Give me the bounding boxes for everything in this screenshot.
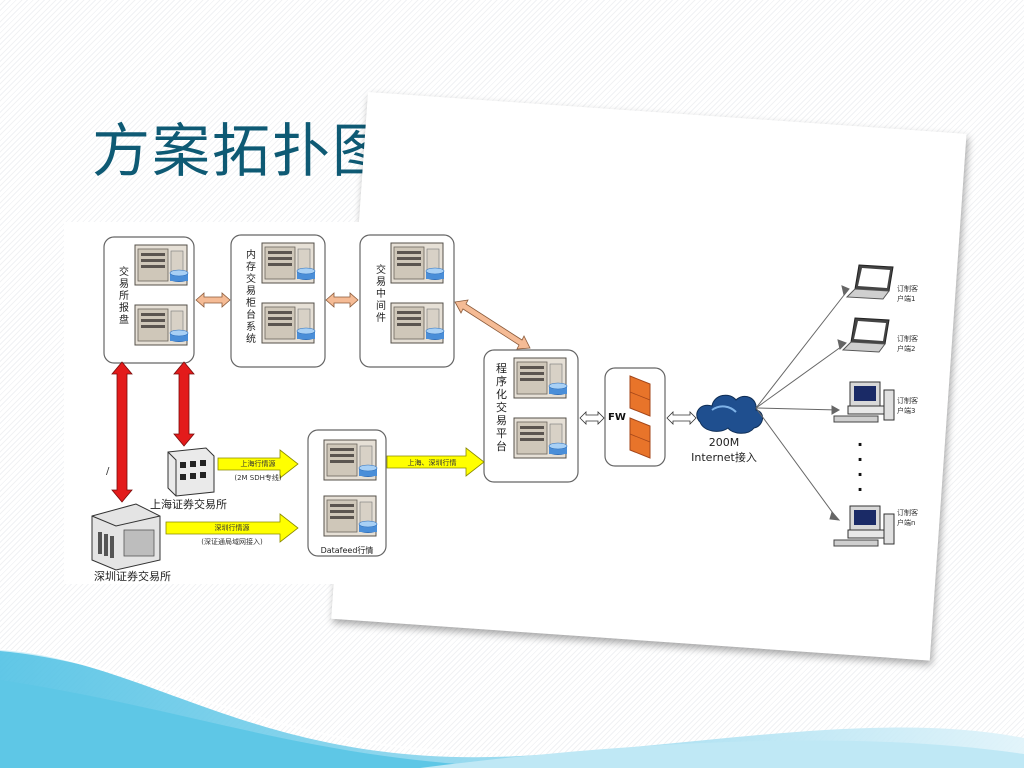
node-exchange-report — [103, 236, 195, 364]
sz-line-label: (深证通局域网接入) — [201, 537, 263, 546]
client-2-line1: 订制客 — [897, 334, 918, 343]
svg-text:·: · — [857, 435, 863, 454]
client-links — [755, 285, 850, 521]
link-platform-fw — [579, 411, 605, 425]
link-datafeed-platform — [386, 447, 485, 477]
link-report-sse — [173, 361, 195, 447]
sh-line-label: (2M SDH专线) — [234, 473, 282, 482]
node-program-trading-label: 程序化交易平台 — [496, 362, 507, 453]
node-datafeed — [307, 429, 387, 557]
slash-mark: / — [106, 466, 110, 477]
server-icon — [513, 357, 568, 399]
slide-title: 方案拓扑图 — [92, 117, 393, 185]
desktop-pc-icon — [833, 505, 895, 547]
link-sse-datafeed — [217, 449, 299, 479]
client-1-line2: 户端1 — [897, 294, 915, 303]
server-icon — [390, 242, 445, 284]
server-icon — [323, 495, 378, 537]
desktop-pc-icon — [833, 381, 895, 423]
internet-label: Internet接入 — [691, 451, 757, 464]
node-middleware — [359, 234, 455, 368]
link-report-szse — [111, 361, 133, 503]
client-3-line2: 户端3 — [897, 406, 915, 415]
more-clients-dots: · · · · — [857, 435, 863, 499]
firewall-icon — [629, 375, 651, 459]
internet-bandwidth: 200M — [709, 436, 740, 449]
link-middleware-platform — [454, 299, 531, 350]
server-icon — [261, 302, 316, 344]
svg-text:·: · — [857, 465, 863, 484]
decorative-wave — [0, 649, 1024, 768]
node-exchange-report-label: 交易所报盘 — [119, 265, 129, 326]
server-icon — [323, 439, 378, 481]
firewall-label: FW — [608, 412, 626, 423]
szse-building-icon — [91, 503, 161, 571]
link-fw-internet — [666, 411, 697, 425]
svg-text:·: · — [857, 450, 863, 469]
szse-label: 深圳证券交易所 — [94, 569, 171, 583]
link-counter-middleware — [325, 292, 359, 308]
link-report-counter — [195, 292, 231, 308]
node-firewall — [604, 367, 666, 467]
node-datafeed-label: Datafeed行情 — [321, 545, 374, 555]
cloud-icon — [696, 394, 763, 434]
laptop-icon — [842, 317, 890, 353]
client-2-line2: 户端2 — [897, 344, 915, 353]
sz-feed-label: 深圳行情源 — [215, 523, 250, 532]
client-n-line2: 户端n — [897, 518, 915, 527]
sse-label: 上海证券交易所 — [150, 497, 227, 511]
client-3-line1: 订制客 — [897, 396, 918, 405]
svg-text:·: · — [857, 480, 863, 499]
server-icon — [390, 302, 445, 344]
server-icon — [513, 417, 568, 459]
server-icon — [134, 244, 189, 286]
node-memory-counter-label: 内存交易柜台系统 — [246, 248, 256, 345]
sh-feed-label: 上海行情源 — [241, 459, 276, 468]
client-1-line1: 订制客 — [897, 284, 918, 293]
link-szse-datafeed — [165, 513, 299, 543]
sse-building-icon — [167, 447, 215, 497]
server-icon — [134, 304, 189, 346]
sh-sz-feed-label: 上海、深圳行情 — [408, 458, 457, 467]
node-program-trading — [483, 349, 579, 483]
node-middleware-label: 交易中间件 — [376, 263, 386, 324]
server-icon — [261, 242, 316, 284]
laptop-icon — [846, 264, 894, 300]
client-n-line1: 订制客 — [897, 508, 918, 517]
node-memory-counter — [230, 234, 326, 368]
